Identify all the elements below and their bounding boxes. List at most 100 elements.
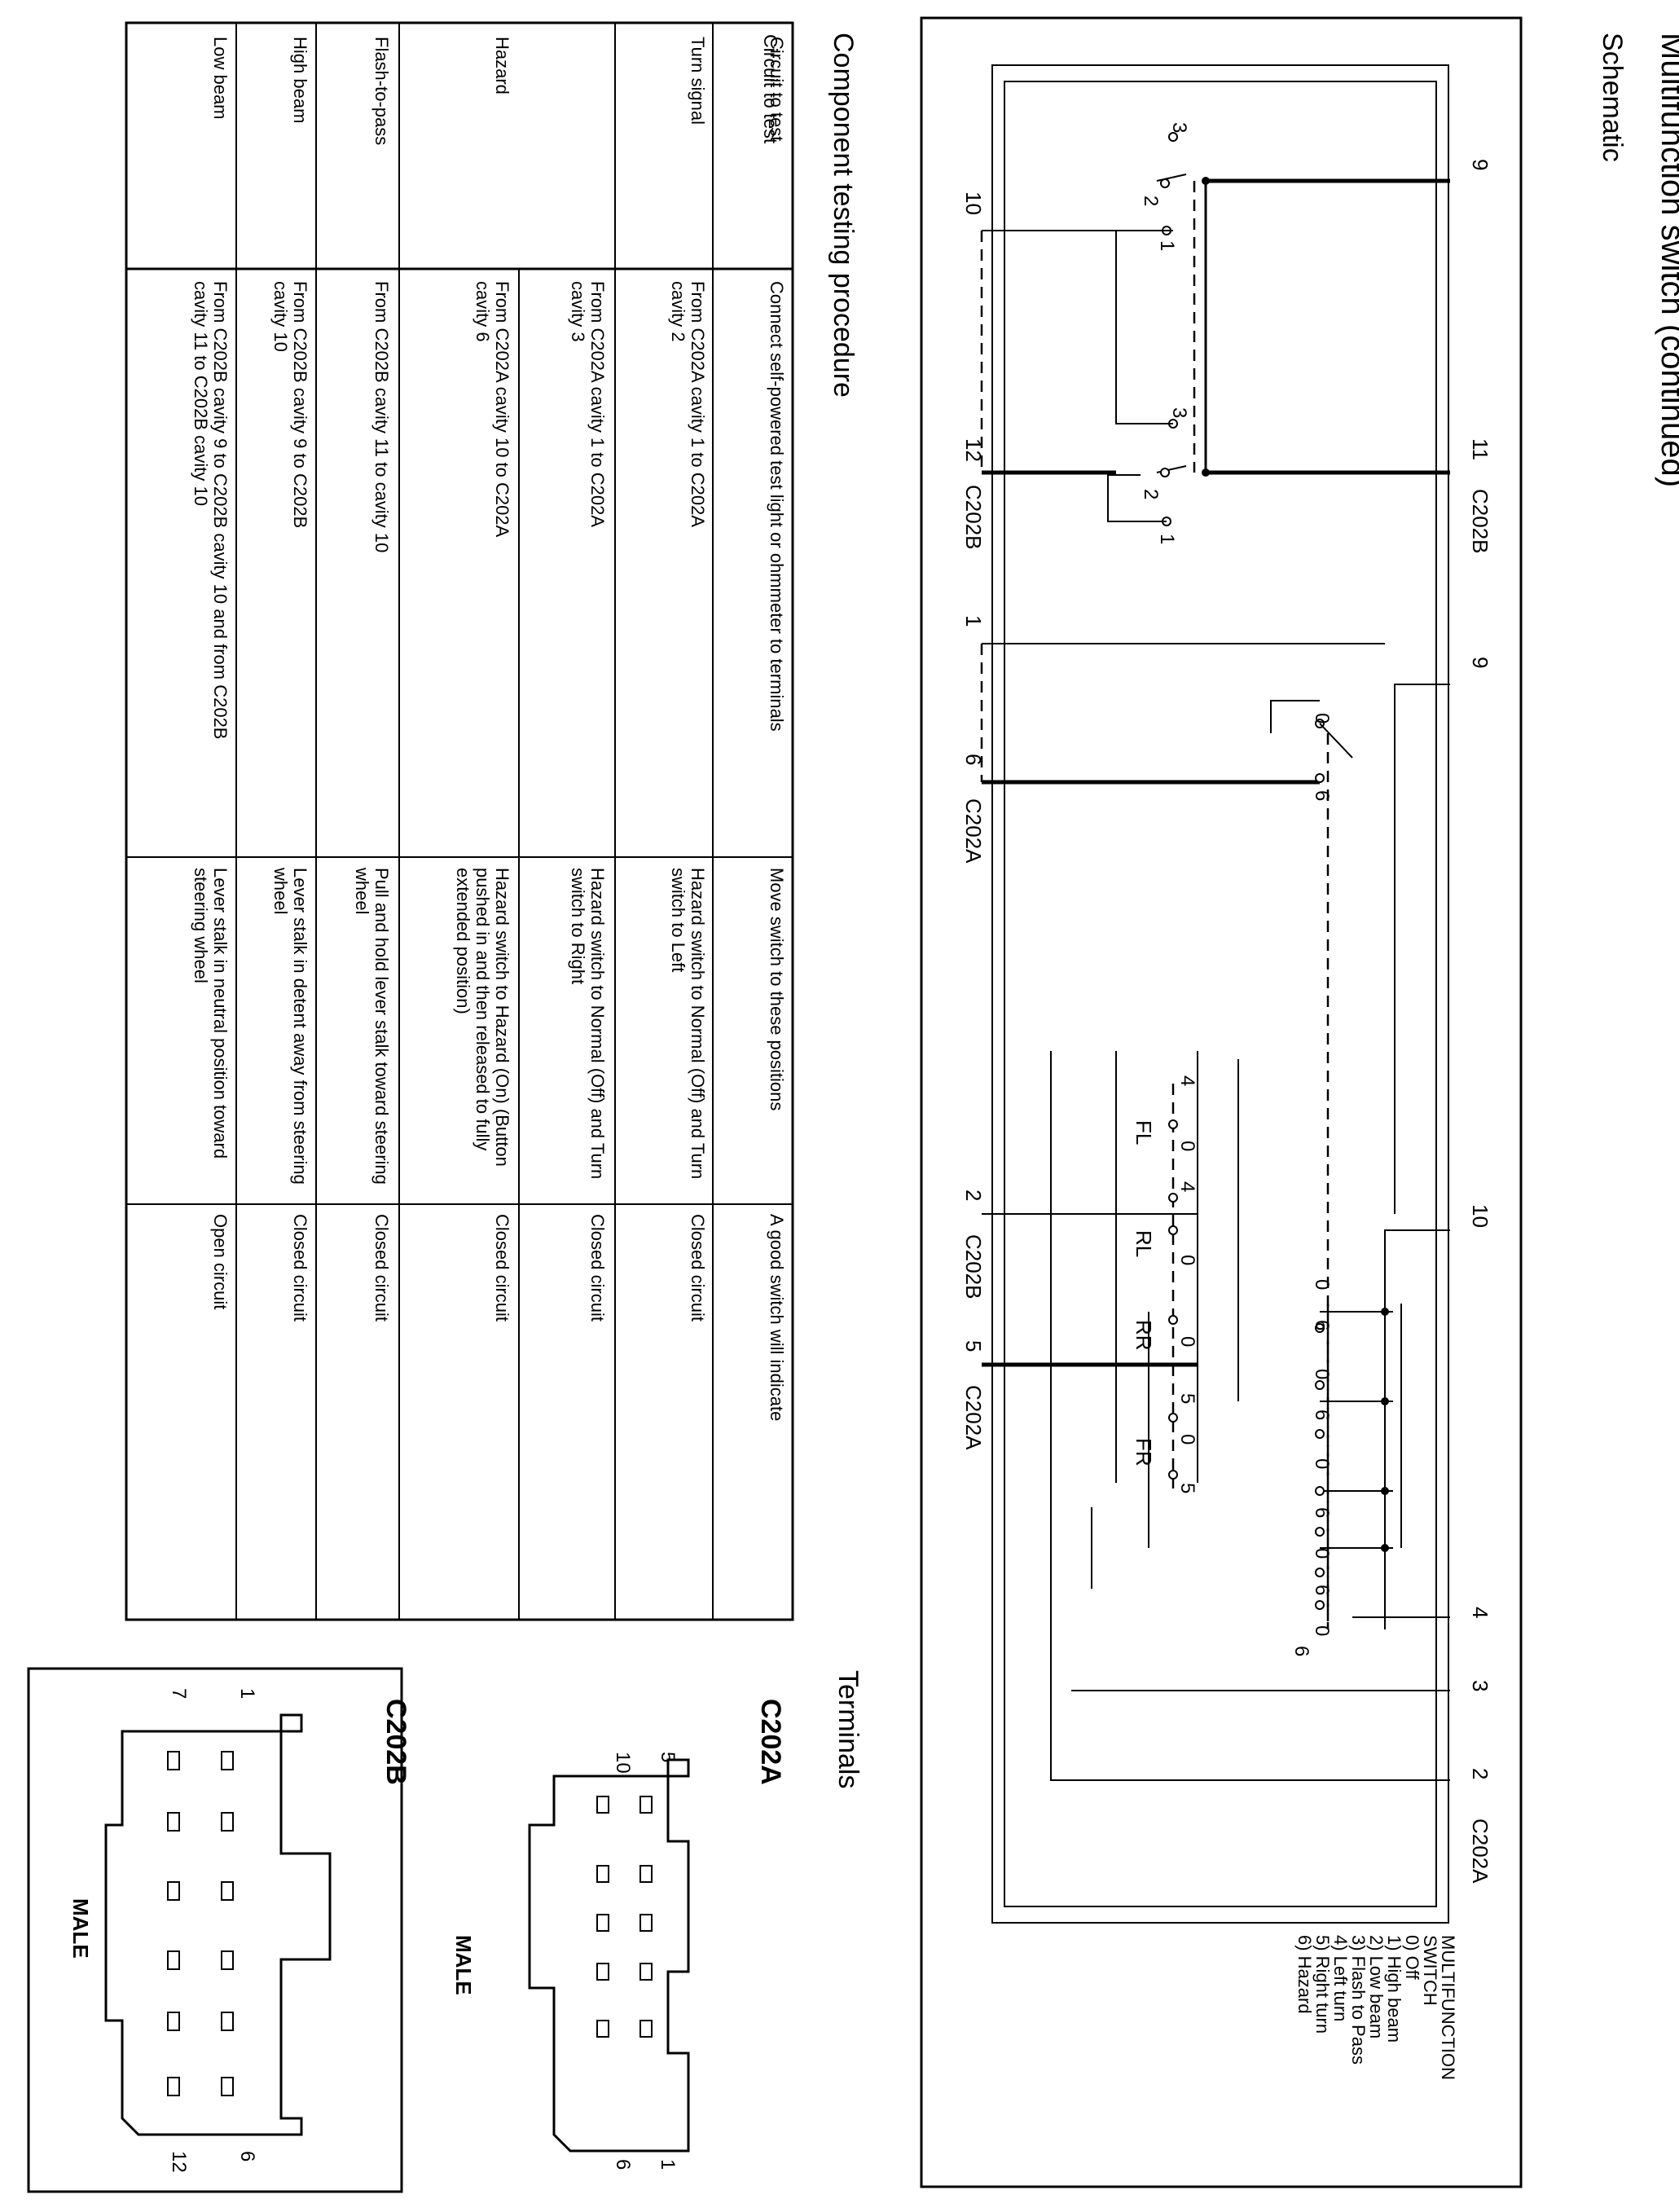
- row-1-positions: Hazard switch to Normal (Off) and Turn s…: [668, 868, 708, 1180]
- row-1-result: Closed circuit: [688, 1214, 708, 1322]
- position-numeral: 0: [1176, 1255, 1198, 1265]
- position-numeral: 3: [1168, 122, 1190, 133]
- row-4-circuit: Flash-to-pass: [371, 37, 392, 146]
- connector-label: C202B: [961, 1234, 986, 1299]
- procedure-table: [125, 21, 794, 1621]
- row-3-circuit: Hazard: [492, 37, 512, 95]
- pin-label: 11: [1468, 438, 1492, 460]
- position-numeral: 4: [1176, 1181, 1198, 1192]
- position-numeral: 2: [1140, 196, 1162, 206]
- row-6-positions: Lever stalk in neutral position toward s…: [191, 868, 231, 1159]
- position-numeral: 0: [1311, 1548, 1333, 1559]
- pin-label: 9: [1468, 159, 1492, 170]
- pin-number: 12: [168, 2151, 190, 2173]
- schematic-heading: Schematic: [1597, 33, 1628, 162]
- header-circuit-cell: Circuit to test: [767, 37, 787, 142]
- legend-line: SWITCH: [1420, 1935, 1440, 2006]
- pin-label: 10: [961, 191, 986, 215]
- pin-number: 5: [657, 1752, 679, 1762]
- row-2-terminals: From C202A cavity 1 to C202A cavity 3: [568, 281, 608, 526]
- legend-line: 6) Hazard: [1294, 1935, 1315, 2014]
- connector-label: C202B: [1468, 489, 1492, 554]
- position-numeral: 1: [1156, 534, 1178, 544]
- row-3-positions: Hazard switch to Hazard (On) (Button pus…: [453, 868, 512, 1167]
- position-numeral: 6: [1311, 1320, 1333, 1330]
- position-numeral: 0: [1311, 1279, 1333, 1290]
- position-numeral: 0: [1311, 1369, 1333, 1379]
- row-6-result: Open circuit: [210, 1214, 231, 1310]
- position-numeral: 4: [1176, 1075, 1198, 1086]
- legend-line: 1) High beam: [1384, 1935, 1404, 2043]
- procedure-text: Circuit to test: [760, 34, 781, 144]
- pin-label: 3: [1468, 1680, 1492, 1691]
- row-3-terminals: From C202A cavity 10 to C202A cavity 6: [472, 281, 512, 537]
- pin-number: 1: [236, 1688, 258, 1699]
- header-terminals-cell: Connect self-powered test light or ohmme…: [767, 281, 787, 732]
- row-4-result: Closed circuit: [371, 1214, 392, 1322]
- row-4-terminals: From C202B cavity 11 to cavity 10: [371, 281, 392, 553]
- row-5-positions: Lever stalk in detent away from steering…: [270, 868, 310, 1185]
- c202b-pins: [167, 1751, 234, 2096]
- legend-line: 0) Off: [1402, 1935, 1422, 1981]
- connector-name: C202B: [380, 1699, 411, 1785]
- c202b-frame: [27, 1667, 403, 2193]
- header-circuit: Circuit to test: [760, 34, 781, 144]
- terminals-heading: Terminals: [833, 1670, 864, 1788]
- pin-number: 6: [236, 2151, 258, 2161]
- position-numeral: 6: [1311, 1409, 1333, 1420]
- lamp-label-rr: RR: [1132, 1320, 1156, 1351]
- legend-line: 5) Right turn: [1312, 1935, 1333, 2034]
- position-numeral: 5: [1176, 1483, 1198, 1493]
- position-numeral: 6: [1290, 1646, 1312, 1656]
- c202a-pins: [596, 1796, 653, 2038]
- row-2-result: Closed circuit: [587, 1214, 608, 1322]
- gender-label: MALE: [68, 1898, 93, 1959]
- pin-label: 9: [1468, 657, 1492, 668]
- row-6-terminals: From C202B cavity 9 to C202B cavity 10 a…: [191, 281, 231, 740]
- row-5-circuit: High beam: [290, 37, 310, 124]
- row-3-result: Closed circuit: [492, 1214, 512, 1322]
- position-numeral: 0: [1311, 1625, 1333, 1636]
- gender-label: MALE: [451, 1935, 476, 1995]
- position-numeral: 1: [1156, 240, 1178, 251]
- pin-label: 1: [961, 615, 986, 627]
- switch-position-numerals: 3 2 1 3 2 1 0 6 4 0 4 0 0 5 0 5 0 6 0 6 …: [1140, 122, 1333, 1656]
- position-numeral: 0: [1176, 1141, 1198, 1151]
- schematic-legend: MULTIFUNCTION SWITCH 0) Off 1) High beam…: [1294, 1935, 1458, 2080]
- top-pin-labels: 9 11 C202B 9 10 4 3 2 C202A: [1468, 159, 1492, 1884]
- position-numeral: 0: [1311, 713, 1333, 723]
- connector-label: C202A: [961, 798, 986, 864]
- position-numeral: 3: [1168, 407, 1190, 418]
- position-numeral: 6: [1311, 1507, 1333, 1518]
- lamp-labels: FL RL RR FR: [1132, 1120, 1156, 1467]
- row-2-positions: Hazard switch to Normal (Off) and Turn s…: [568, 868, 608, 1180]
- bottom-pin-labels: 10 12 C202B 1 6 C202A 2 C202B 5 C202A: [961, 191, 986, 1450]
- row-5-result: Closed circuit: [290, 1214, 310, 1322]
- lamp-label-rl: RL: [1132, 1230, 1156, 1257]
- lamp-label-fr: FR: [1132, 1438, 1156, 1467]
- position-numeral: 6: [1311, 790, 1333, 801]
- turn-switch-contacts: [1168, 1119, 1389, 1610]
- row-6-circuit: Low beam: [210, 37, 231, 120]
- switch-body-outer: [991, 64, 1449, 1924]
- pin-label: 2: [961, 1190, 986, 1201]
- schematic-frame: [920, 16, 1523, 2188]
- switch-body-inner: [1004, 81, 1437, 1907]
- position-numeral: 0: [1311, 1458, 1333, 1469]
- connector-name: C202A: [755, 1699, 786, 1785]
- pin-label: 10: [1468, 1204, 1492, 1228]
- pin-number: 1: [657, 2159, 679, 2170]
- connector-c202b: C202B 1 7 6 12 MALE: [68, 1688, 411, 2173]
- pin-label: 5: [961, 1340, 986, 1352]
- row-4-positions: Pull and hold lever stalk toward steerin…: [352, 868, 392, 1185]
- lamp-label-fl: FL: [1132, 1120, 1156, 1145]
- legend-line: 3) Flash to Pass: [1348, 1935, 1369, 2065]
- position-numeral: 6: [1311, 1585, 1333, 1595]
- row-1-terminals: From C202A cavity 1 to C202A cavity 2: [668, 281, 708, 526]
- connector-label: C202A: [961, 1385, 986, 1450]
- legend-line: MULTIFUNCTION: [1438, 1935, 1458, 2080]
- page-title: Multifunction switch (continued): [1655, 33, 1679, 487]
- header-result-cell: A good switch will indicate: [767, 1214, 787, 1422]
- schematic-wiring: [980, 132, 1450, 1781]
- pin-label: 2: [1468, 1768, 1492, 1779]
